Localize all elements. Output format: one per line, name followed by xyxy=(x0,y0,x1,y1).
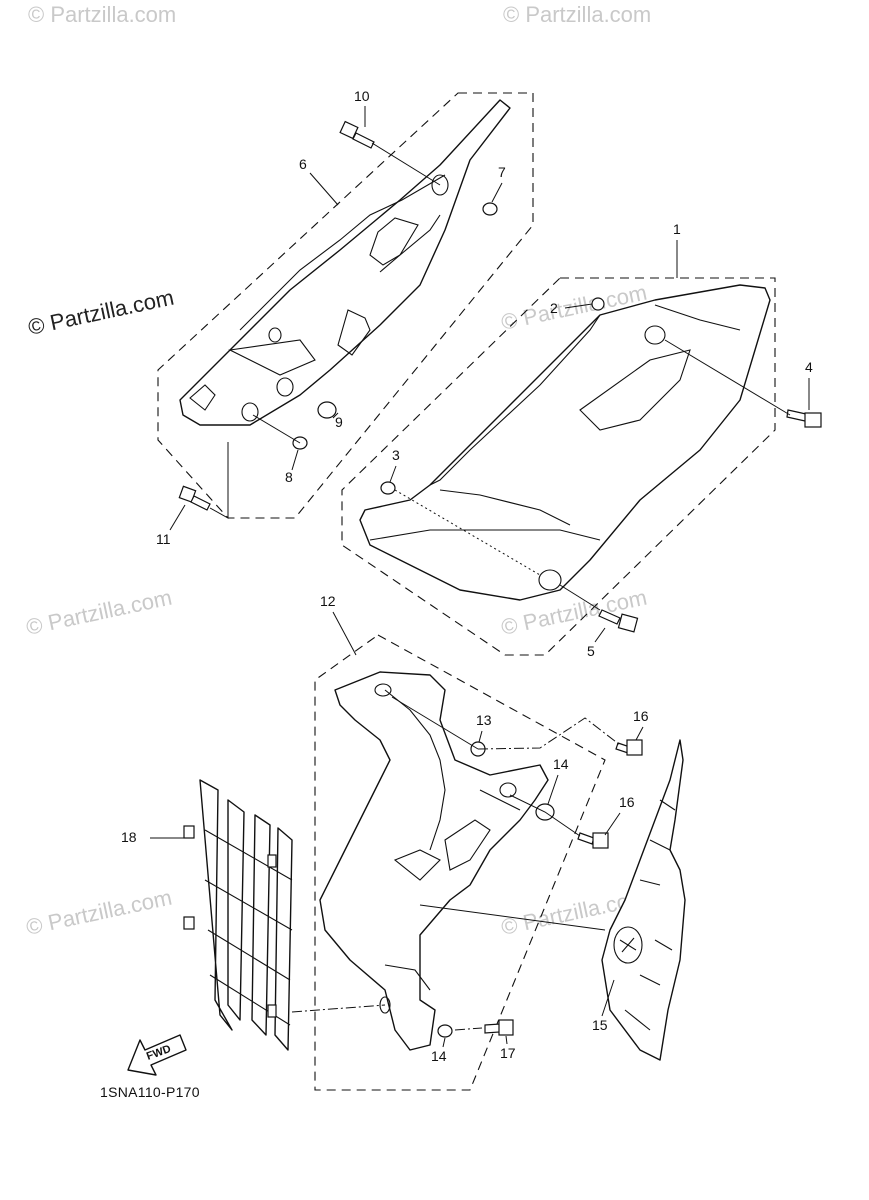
side-cover-left-group xyxy=(157,92,534,519)
group-outline-12 xyxy=(314,634,606,1091)
bolt-16-lower[interactable] xyxy=(577,832,609,849)
collar-9[interactable] xyxy=(317,401,337,419)
shroud-group xyxy=(314,634,606,1091)
watermark-strong: © Partzilla.com xyxy=(26,285,176,340)
callout-1[interactable]: 1 xyxy=(673,221,681,237)
callout-6[interactable]: 6 xyxy=(299,156,307,172)
callout-16-upper[interactable]: 16 xyxy=(633,708,649,724)
radiator-guard[interactable] xyxy=(183,779,293,1051)
callout-4[interactable]: 4 xyxy=(805,359,813,375)
callout-13[interactable]: 13 xyxy=(476,712,492,728)
bolt-5[interactable] xyxy=(598,609,639,633)
graphic-decal[interactable] xyxy=(601,739,686,1061)
callout-5[interactable]: 5 xyxy=(587,643,595,659)
callout-7[interactable]: 7 xyxy=(498,164,506,180)
callout-10[interactable]: 10 xyxy=(354,88,370,104)
collar-14-lower[interactable] xyxy=(437,1024,453,1038)
bolt-17[interactable] xyxy=(484,1019,514,1036)
side-cover-right[interactable] xyxy=(359,284,771,601)
grommet-3[interactable] xyxy=(380,481,396,495)
callout-17[interactable]: 17 xyxy=(500,1045,516,1061)
watermark: © Partzilla.com xyxy=(24,585,174,640)
callout-12[interactable]: 12 xyxy=(320,593,336,609)
callout-11[interactable]: 11 xyxy=(156,531,171,547)
group-outline-6 xyxy=(157,92,534,519)
bolt-11[interactable] xyxy=(178,485,211,511)
callouts: 10 6 7 1 2 4 9 8 3 11 12 5 13 16 14 16 1… xyxy=(121,88,813,1064)
callout-18[interactable]: 18 xyxy=(121,829,137,845)
watermark: © Partzilla.com xyxy=(24,885,174,940)
brand-logo-emblem xyxy=(613,926,643,964)
bolt-4[interactable] xyxy=(786,409,822,428)
radiator-shroud[interactable] xyxy=(319,671,549,1051)
watermark: © Partzilla.com xyxy=(28,2,176,27)
side-cover-right-group xyxy=(341,277,776,656)
side-cover-left[interactable] xyxy=(179,99,511,426)
forward-direction-arrow: FWD xyxy=(127,1034,187,1076)
callout-14-lower[interactable]: 14 xyxy=(431,1048,447,1064)
callout-14-upper[interactable]: 14 xyxy=(553,756,569,772)
grommet-7[interactable] xyxy=(482,202,498,216)
diagram-code: 1SNA110-P170 xyxy=(100,1084,200,1100)
callout-8[interactable]: 8 xyxy=(285,469,293,485)
bolt-10[interactable] xyxy=(339,120,375,149)
callout-3[interactable]: 3 xyxy=(392,447,400,463)
watermark: © Partzilla.com xyxy=(503,2,651,27)
group-outline-1 xyxy=(341,277,776,656)
bolt-16-upper[interactable] xyxy=(615,739,643,756)
callout-9[interactable]: 9 xyxy=(335,414,343,430)
grommet-2[interactable] xyxy=(591,297,605,311)
callout-16-lower[interactable]: 16 xyxy=(619,794,635,810)
callout-2[interactable]: 2 xyxy=(550,300,558,316)
callout-15[interactable]: 15 xyxy=(592,1017,608,1033)
